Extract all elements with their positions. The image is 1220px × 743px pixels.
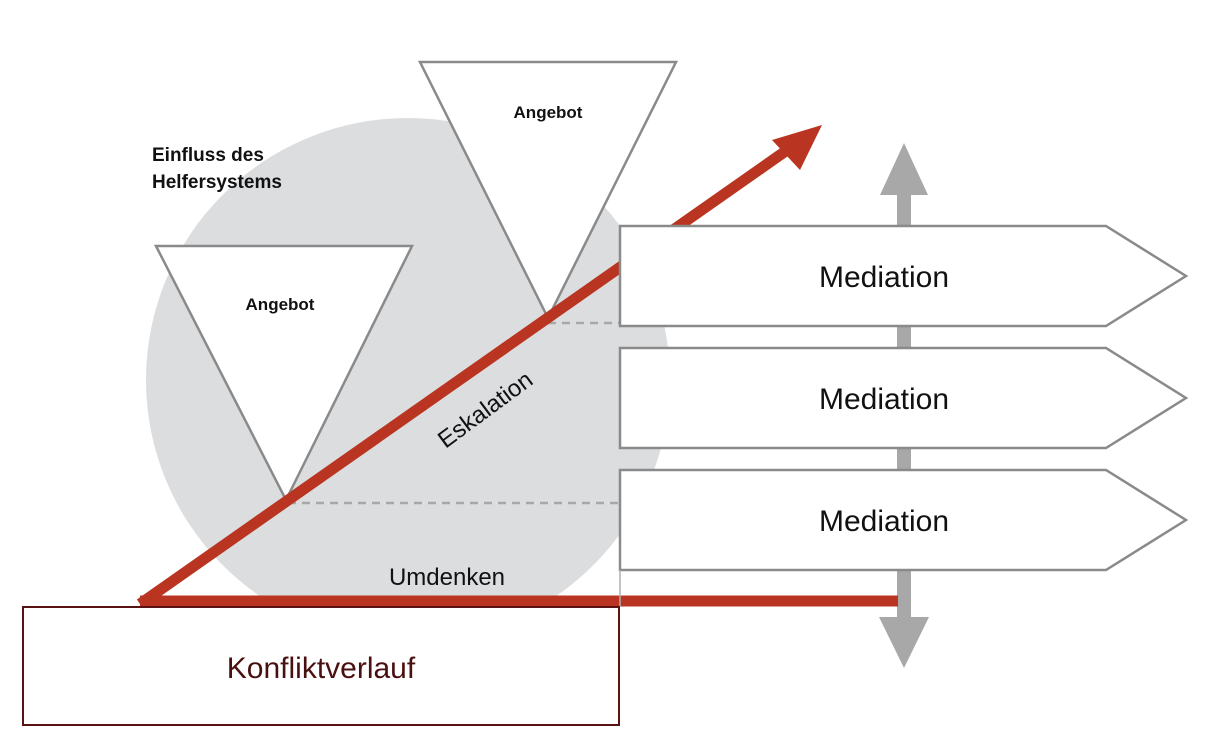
conflict-course-label: Konfliktverlauf [227,652,416,685]
mediation-label-3: Mediation [819,505,949,538]
offer-triangle-top [417,60,679,321]
influence-label-line1: Einfluss des [152,145,264,166]
mediation-box-1 [618,224,1189,328]
conflict-course-box [22,606,620,726]
mediation-box-2 [618,346,1189,450]
offer-triangle-left [153,244,415,503]
mediation-box-3 [618,468,1189,572]
rethink-label: Umdenken [389,564,505,591]
arrow-up-icon [880,143,928,195]
influence-label-line2: Helfersystems [152,172,282,193]
mediation-label-1: Mediation [819,261,949,294]
arrow-down-icon [879,617,929,668]
offer-top-label: Angebot [514,103,583,122]
mediation-label-2: Mediation [819,383,949,416]
escalation-arrowhead-icon [772,125,822,170]
offer-left-label: Angebot [246,295,315,314]
escalation-arrow [136,125,822,609]
